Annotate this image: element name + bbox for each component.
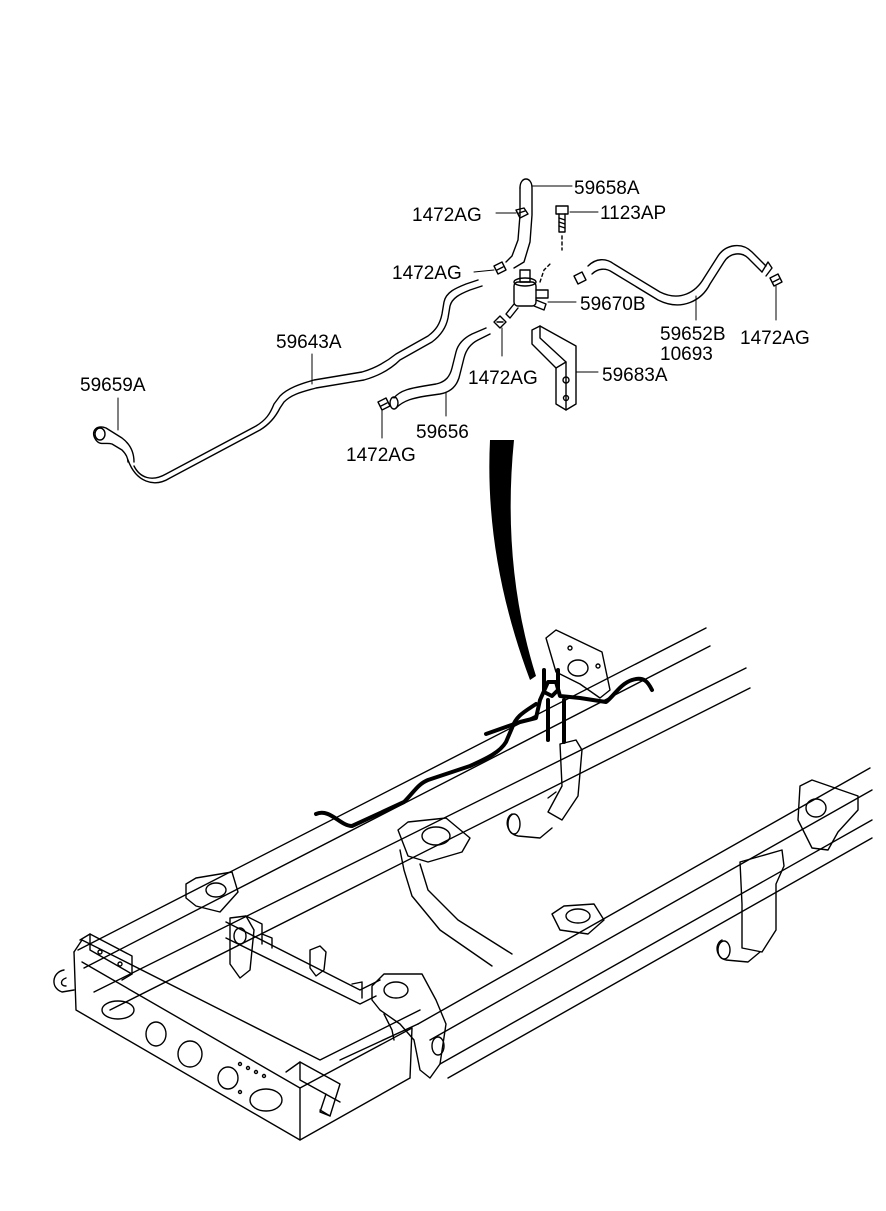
label-1472AG-top: 1472AG <box>412 205 482 226</box>
front-bracket-left <box>79 933 133 981</box>
installed-hoses <box>314 668 654 828</box>
rear-bracket-right <box>797 779 859 851</box>
valve-59670B <box>505 261 553 319</box>
exploded-parts-group <box>92 178 783 484</box>
clamp-1472AG-lower <box>493 315 507 329</box>
leader-lines <box>117 185 777 439</box>
label-1123AP: 1123AP <box>600 203 666 224</box>
side-mount-right <box>551 903 605 935</box>
bracket-59683A <box>531 325 577 411</box>
label-59652B: 59652B <box>660 324 726 345</box>
part-labels: 59658A 1472AG 1123AP 1472AG 59670B 59643… <box>80 178 810 466</box>
rear-spring-hanger <box>506 739 583 839</box>
clamp-1472AG-valve-right <box>573 271 587 285</box>
label-59656: 59656 <box>416 422 469 443</box>
bolt-1123AP <box>555 205 569 251</box>
label-1472AG-lower: 1472AG <box>468 368 538 389</box>
hose-59656 <box>389 327 491 410</box>
clamp-1472AG-right <box>769 273 783 287</box>
hose-59659A <box>92 426 135 463</box>
clamp-1472AG-top <box>515 207 529 219</box>
label-59658A: 59658A <box>574 178 640 199</box>
label-59670B: 59670B <box>580 294 646 315</box>
hose-59652B <box>587 245 773 306</box>
clamp-1472AG-mid <box>493 261 507 275</box>
front-tow-hook <box>53 969 75 993</box>
label-59643A: 59643A <box>276 332 342 353</box>
front-bracket-right <box>285 1061 341 1117</box>
frame-rail-right <box>339 767 873 1079</box>
pipe-59643A <box>127 279 483 484</box>
vehicle-frame <box>53 627 873 1141</box>
label-1472AG-bottom: 1472AG <box>346 445 416 466</box>
hose-59658A <box>505 178 533 269</box>
label-59659A: 59659A <box>80 375 146 396</box>
crossmember-2 <box>225 915 381 1005</box>
pointer-arrow <box>489 440 536 680</box>
body-mount-right <box>371 973 447 1079</box>
body-mount-left <box>185 871 239 913</box>
label-1472AG-right: 1472AG <box>740 328 810 349</box>
label-1472AG-mid: 1472AG <box>392 263 462 284</box>
label-59683A: 59683A <box>602 365 668 386</box>
rear-spring-hanger-right <box>716 849 785 963</box>
clamp-1472AG-bottom <box>377 397 391 411</box>
label-10693: 10693 <box>660 344 713 365</box>
center-crossmember <box>397 817 513 967</box>
front-crossmember <box>73 939 421 1141</box>
